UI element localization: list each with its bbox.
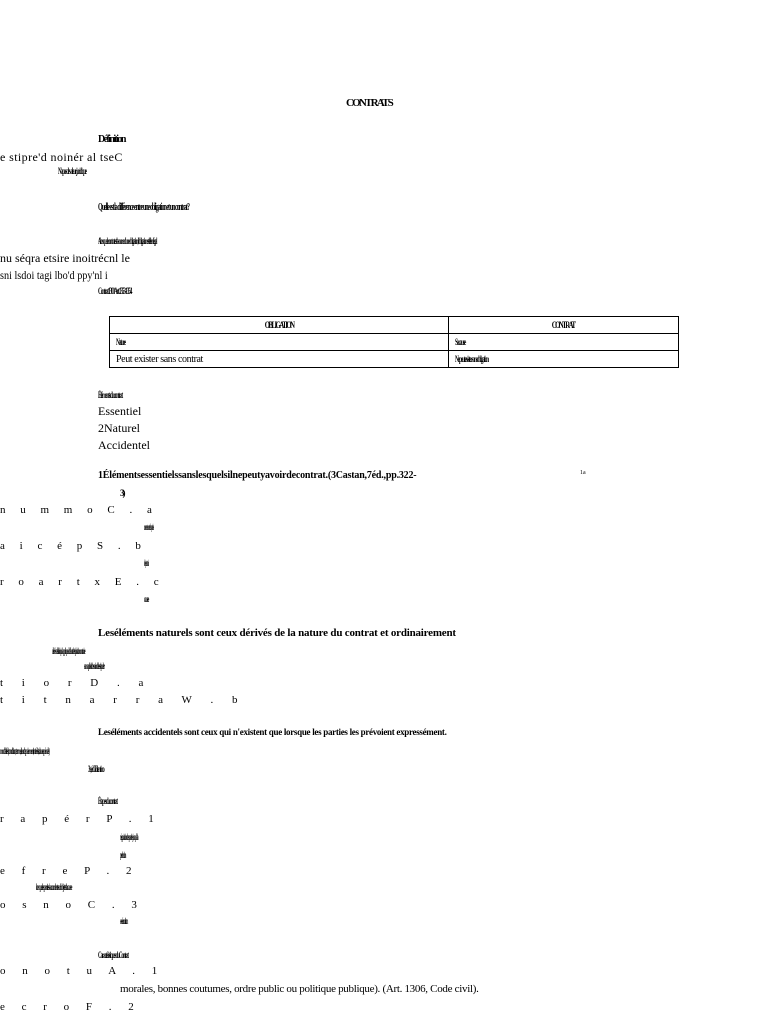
essentials-detail-c: cause	[144, 594, 149, 604]
table-header-row: OBLIGATION CONTRAT	[109, 316, 680, 334]
stages-item-1-detail-a: négociation des parties jusqu'à la	[120, 832, 138, 842]
difference-question: Quelle est la différence entre une oblig…	[98, 202, 190, 213]
answer-clipped-line-a: nu séqra etsire inoitrécnl le	[0, 251, 130, 265]
essentials-detail-b: objet certain	[144, 558, 149, 568]
table-cell: Nature	[109, 333, 449, 351]
elements-item-essentiel: Essentiel	[98, 404, 142, 418]
essentials-letter-b: a i c é p S . b	[0, 540, 147, 552]
page-title: CONTRATS	[346, 97, 394, 109]
elements-heading: Éléments du contrat	[98, 390, 123, 400]
naturals-letter-a: t i o r D . a	[0, 677, 152, 689]
characteristics-item-2: e c r o F . 2	[0, 1001, 141, 1013]
essentials-heading: 1Élémentsessentielssanslesquelsilnepeuty…	[98, 470, 417, 481]
essentials-superscript: 1a	[580, 470, 586, 476]
answer-clipped-line-b: sni lsdoi tagi lbo'd ppy'nl i	[0, 268, 108, 282]
obligation-contract-table: OBLIGATION CONTRAT Nature Sa cause Peut …	[109, 316, 680, 368]
naturals-compressed-a: dérivés de la loi qui s'applique à défau…	[52, 646, 86, 656]
characteristics-line: morales, bonnes coutumes, ordre public o…	[120, 983, 479, 995]
accidentals-heading: Leséléments accidentels sont ceux qui n'…	[98, 727, 447, 737]
definition-heading: Définition	[98, 134, 126, 145]
definition-compressed-line: N'a pas de valeur juridique	[58, 166, 87, 176]
stages-heading: Étapes du contrat	[98, 796, 118, 806]
characteristics-item-1: o n o t u A . 1	[0, 965, 165, 977]
accidentals-compressed-b: 3e, éd. Tolentino	[88, 764, 105, 774]
stages-item-1-detail-b: perfection	[120, 850, 126, 860]
table-row: Nature Sa cause	[109, 333, 680, 351]
table-header-obligation: OBLIGATION	[109, 316, 449, 334]
accidentals-compressed-a: modalités (condition, terme, lieu de pai…	[0, 746, 50, 756]
table-cell: Sa cause	[447, 333, 680, 351]
essentials-letter-c: r o a r t x E . c	[0, 576, 165, 588]
answer-heading: Alors que le contrat est la source d'une…	[98, 236, 157, 246]
answer-citation: Contrat 1300 Art. 1353-1354	[98, 286, 132, 296]
stages-item-1: r a p é r P . 1	[0, 813, 161, 825]
elements-item-accidentel: Accidentel	[98, 438, 150, 452]
stages-item-2-detail: lorsque les parties s'accordent sur l'ob…	[36, 882, 72, 892]
stages-item-3: o s n o C . 3	[0, 899, 144, 911]
naturals-letter-b: t i t n a r r a W . b	[0, 694, 246, 706]
naturals-heading: Leséléments naturels sont ceux dérivés d…	[98, 627, 456, 639]
essentials-detail-a: consentement des parties	[144, 522, 154, 532]
characteristics-heading: Caractéristiques du Contrat	[98, 950, 129, 960]
stages-item-3-detail: exécution	[120, 916, 128, 926]
table-cell: Ne peut exister sans obligation	[447, 350, 680, 368]
naturals-compressed-b: sans qu'il soit besoin de les stipuler	[84, 661, 105, 671]
table-row: Peut exister sans contrat Ne peut existe…	[109, 350, 680, 368]
definition-clipped-line: e stipre'd noinér al tseC	[0, 150, 123, 164]
essentials-heading-cont: 3)	[120, 488, 125, 498]
table-header-contrat: CONTRAT	[447, 316, 680, 334]
elements-item-naturel: 2Naturel	[98, 421, 140, 435]
table-cell: Peut exister sans contrat	[109, 350, 449, 368]
essentials-letter-a: n u m m o C . a	[0, 504, 158, 516]
stages-item-2: e f r e P . 2	[0, 865, 139, 877]
